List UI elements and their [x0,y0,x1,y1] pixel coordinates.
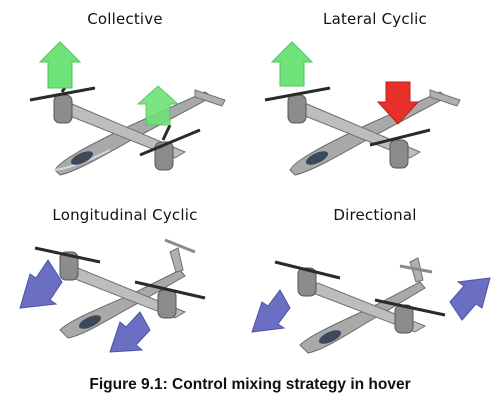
directional-left-aft-arrow [251,289,291,333]
longitudinal-cyclic-right-aft-arrow [109,311,151,353]
lateral-cyclic-right-down-arrow [376,81,420,125]
collective-title: Collective [87,10,163,28]
longitudinal-cyclic-title: Longitudinal Cyclic [52,206,198,224]
lateral-cyclic-left-up-arrow [270,41,314,87]
lateral-cyclic-illustration [264,41,461,176]
longitudinal-cyclic-left-aft-arrow [19,259,63,309]
tiltrotor-aircraft [264,86,461,176]
lateral-cyclic-title: Lateral Cyclic [323,10,427,28]
tiltrotor-aircraft [29,79,226,176]
collective-panel: Collective [0,0,250,185]
collective-right-up-arrow [136,85,180,126]
collective-left-up-arrow [38,41,82,89]
tiltrotor-aircraft [274,257,446,354]
longitudinal-cyclic-panel: Longitudinal Cyclic [0,190,250,375]
tiltrotor-aircraft [34,238,206,339]
longitudinal-cyclic-illustration [19,238,206,353]
figure-caption: Figure 9.1: Control mixing strategy in h… [89,376,411,393]
directional-panel: Directional [250,190,500,375]
directional-title: Directional [333,206,417,224]
directional-right-forward-arrow [449,277,491,321]
collective-illustration [29,41,226,176]
directional-illustration [251,257,491,354]
lateral-cyclic-panel: Lateral Cyclic [250,0,500,185]
